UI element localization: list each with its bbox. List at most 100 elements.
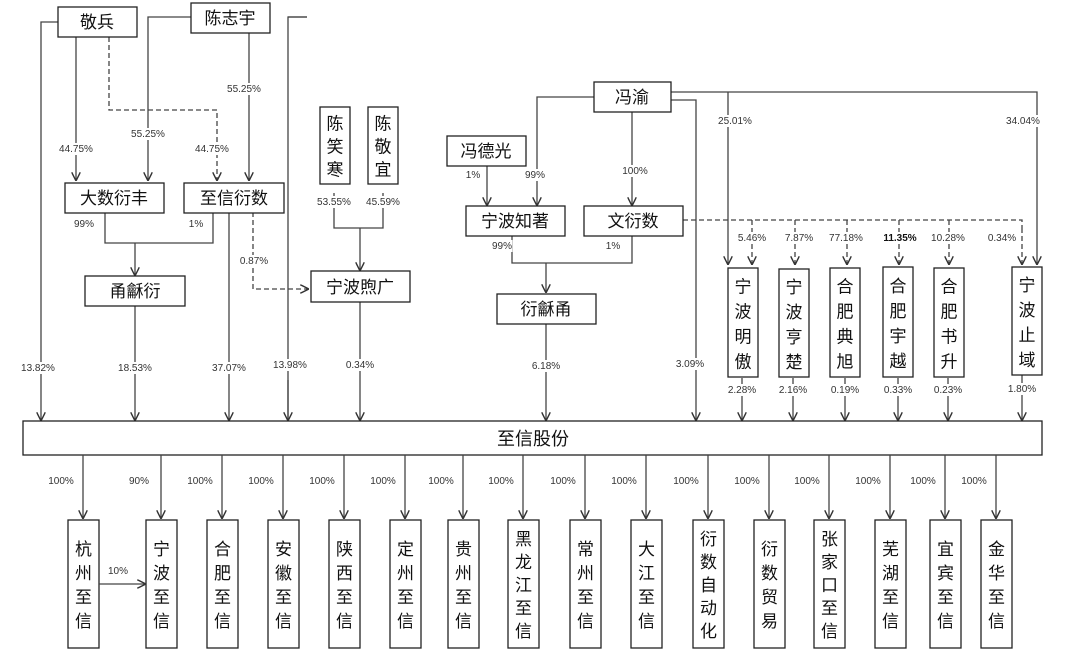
- pct-label-dianxu-main: 0.19%: [831, 385, 859, 396]
- node-yongxinyan[interactable]: 甬龢衍: [84, 275, 186, 307]
- node-label-char: 金: [988, 540, 1005, 560]
- pct-label-wen-zhiyu: 0.34%: [988, 233, 1016, 244]
- label-bg: [674, 358, 706, 370]
- node-label-char: 贵: [455, 540, 472, 560]
- subsidiary-pct: 100%: [248, 476, 274, 487]
- label-bg: [827, 232, 865, 244]
- node-main-company[interactable]: 至信股份: [22, 420, 1043, 456]
- node-label-char: 至: [821, 599, 838, 619]
- node-label-char: 旭: [837, 353, 854, 373]
- node-label-char: 江: [638, 564, 655, 584]
- node-label-char: 西: [336, 564, 353, 584]
- pct-label-wen-mingao: 5.46%: [738, 233, 766, 244]
- node-label-char: 楚: [786, 353, 803, 373]
- svg-text:宁波煦广: 宁波煦广: [326, 278, 394, 298]
- node-label-char: 敬: [375, 137, 392, 157]
- label-bg: [107, 565, 129, 577]
- subsidiary-pct: 100%: [734, 476, 760, 487]
- label-bg: [57, 143, 95, 155]
- label-bg: [129, 128, 167, 140]
- node-dashuyanfeng[interactable]: 大数衍丰: [64, 182, 165, 214]
- pct-label-zhixinyanshu-main: 37.07%: [212, 363, 246, 374]
- label-bg: [188, 218, 204, 230]
- node-label-char: 波: [735, 303, 752, 323]
- node-zhixinyanshu[interactable]: 至信衍数: [183, 182, 285, 214]
- node-label-char: 信: [821, 622, 838, 642]
- node-ningboxuguang[interactable]: 宁波煦广: [310, 270, 411, 303]
- pct-label-jingbing-main: 13.82%: [21, 363, 55, 374]
- node-yanyuyong[interactable]: 衍龢甬: [496, 293, 597, 325]
- edge-zhixinyanshu-xuguang: [252, 212, 308, 289]
- svg-text:至信股份: 至信股份: [497, 429, 569, 450]
- pct-label-wen-shusheng: 10.28%: [931, 233, 965, 244]
- edge-wenyanshu-bus: [683, 219, 1023, 228]
- node-label-char: 江: [515, 576, 532, 596]
- node-label-char: 信: [214, 612, 231, 632]
- svg-text:甬龢衍: 甬龢衍: [110, 282, 161, 302]
- label-bg: [783, 232, 815, 244]
- subsidiary-pct: 100%: [961, 476, 987, 487]
- label-bg: [271, 359, 309, 371]
- node-label-char: 化: [700, 622, 717, 642]
- pct-label-yong-main: 18.53%: [118, 363, 152, 374]
- node-wenyanshu[interactable]: 文衍数: [583, 205, 684, 237]
- node-label-char: 口: [821, 576, 838, 596]
- node-fengdeguang[interactable]: 冯德光: [446, 135, 527, 167]
- node-label-char: 肥: [890, 302, 907, 322]
- edge-fengyu-zhizhu: [537, 96, 594, 205]
- node-jingbing[interactable]: 敬兵: [57, 6, 138, 38]
- label-bg: [491, 240, 513, 252]
- pct-label-wen-yuyue: 11.35%: [883, 233, 916, 244]
- pct-label-chenzhiyu-dashu: 55.25%: [131, 129, 165, 140]
- node-label-char: 信: [638, 612, 655, 632]
- node-chenjingyi[interactable]: 陈敬宜: [367, 106, 399, 185]
- node-label-char: 衍: [700, 530, 717, 550]
- node-label-char: 至: [577, 588, 594, 608]
- node-chenzhiyu[interactable]: 陈志宇: [190, 2, 271, 34]
- subsidiary-pct: 100%: [48, 476, 74, 487]
- label-bg: [929, 232, 967, 244]
- node-label-char: 宜: [375, 160, 392, 180]
- subsidiary-pct: 100%: [855, 476, 881, 487]
- node-chenxiaohan[interactable]: 陈笑寒: [319, 106, 351, 185]
- node-fengyu[interactable]: 冯渝: [593, 81, 672, 113]
- node-label-char: 至: [638, 588, 655, 608]
- node-label-char: 易: [761, 612, 778, 632]
- node-label-char: 信: [937, 612, 954, 632]
- svg-text:敬兵: 敬兵: [80, 13, 114, 33]
- pct-label-chenzhiyu-main: 13.98%: [273, 360, 307, 371]
- pct-label-xuguang-main: 0.34%: [346, 360, 374, 371]
- node-ningbozhizhu[interactable]: 宁波知著: [465, 205, 566, 237]
- label-bg: [605, 240, 621, 252]
- node-label-char: 信: [397, 612, 414, 632]
